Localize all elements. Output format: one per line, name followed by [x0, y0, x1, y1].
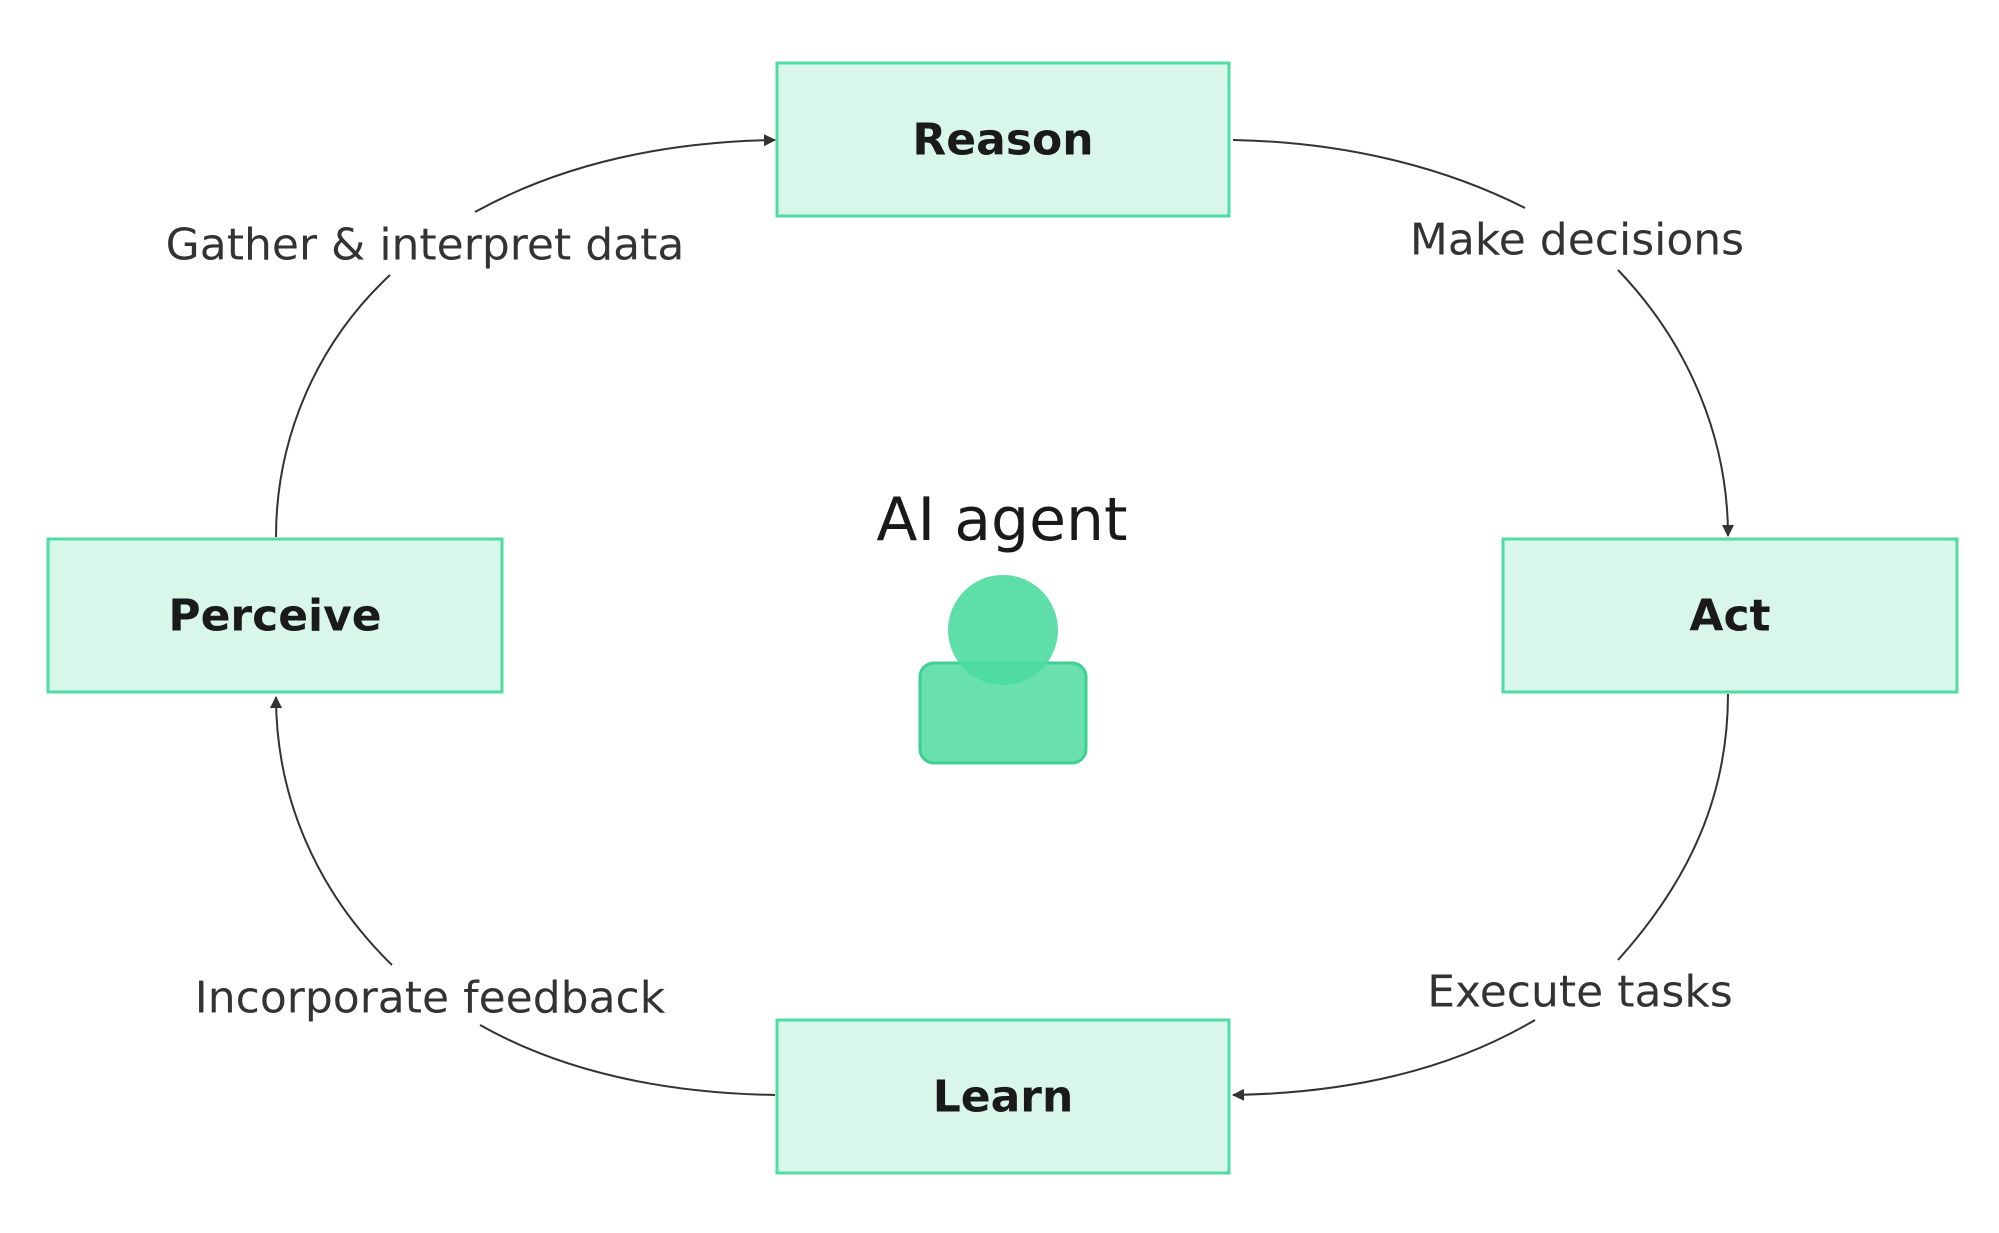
node-reason-label: Reason	[912, 115, 1093, 166]
center-title: AI agent	[876, 485, 1127, 555]
edge-label-make-decisions: Make decisions	[1410, 215, 1744, 266]
arc-act-to-learn-lower	[1232, 1019, 1536, 1101]
arc-perceive-to-reason-upper	[474, 134, 776, 213]
node-perceive-label: Perceive	[168, 591, 381, 642]
arc-reason-to-act-lower	[1617, 269, 1734, 537]
arc-reason-to-act-upper	[1232, 139, 1526, 209]
edge-label-execute-tasks: Execute tasks	[1427, 967, 1733, 1018]
arc-learn-to-perceive-lower	[479, 1024, 776, 1096]
arc-learn-to-perceive-upper	[270, 696, 393, 966]
node-act: Act	[1501, 537, 1959, 694]
node-act-label: Act	[1689, 591, 1770, 642]
person-icon	[918, 575, 1088, 765]
node-learn: Learn	[775, 1018, 1231, 1175]
arc-perceive-to-reason-lower	[275, 274, 391, 538]
edge-label-gather-interpret: Gather & interpret data	[166, 220, 685, 271]
arc-act-to-learn-upper	[1617, 693, 1729, 961]
edge-label-incorporate-feedback: Incorporate feedback	[195, 973, 666, 1024]
node-reason: Reason	[775, 61, 1231, 218]
node-perceive: Perceive	[46, 537, 504, 694]
node-learn-label: Learn	[933, 1072, 1074, 1123]
